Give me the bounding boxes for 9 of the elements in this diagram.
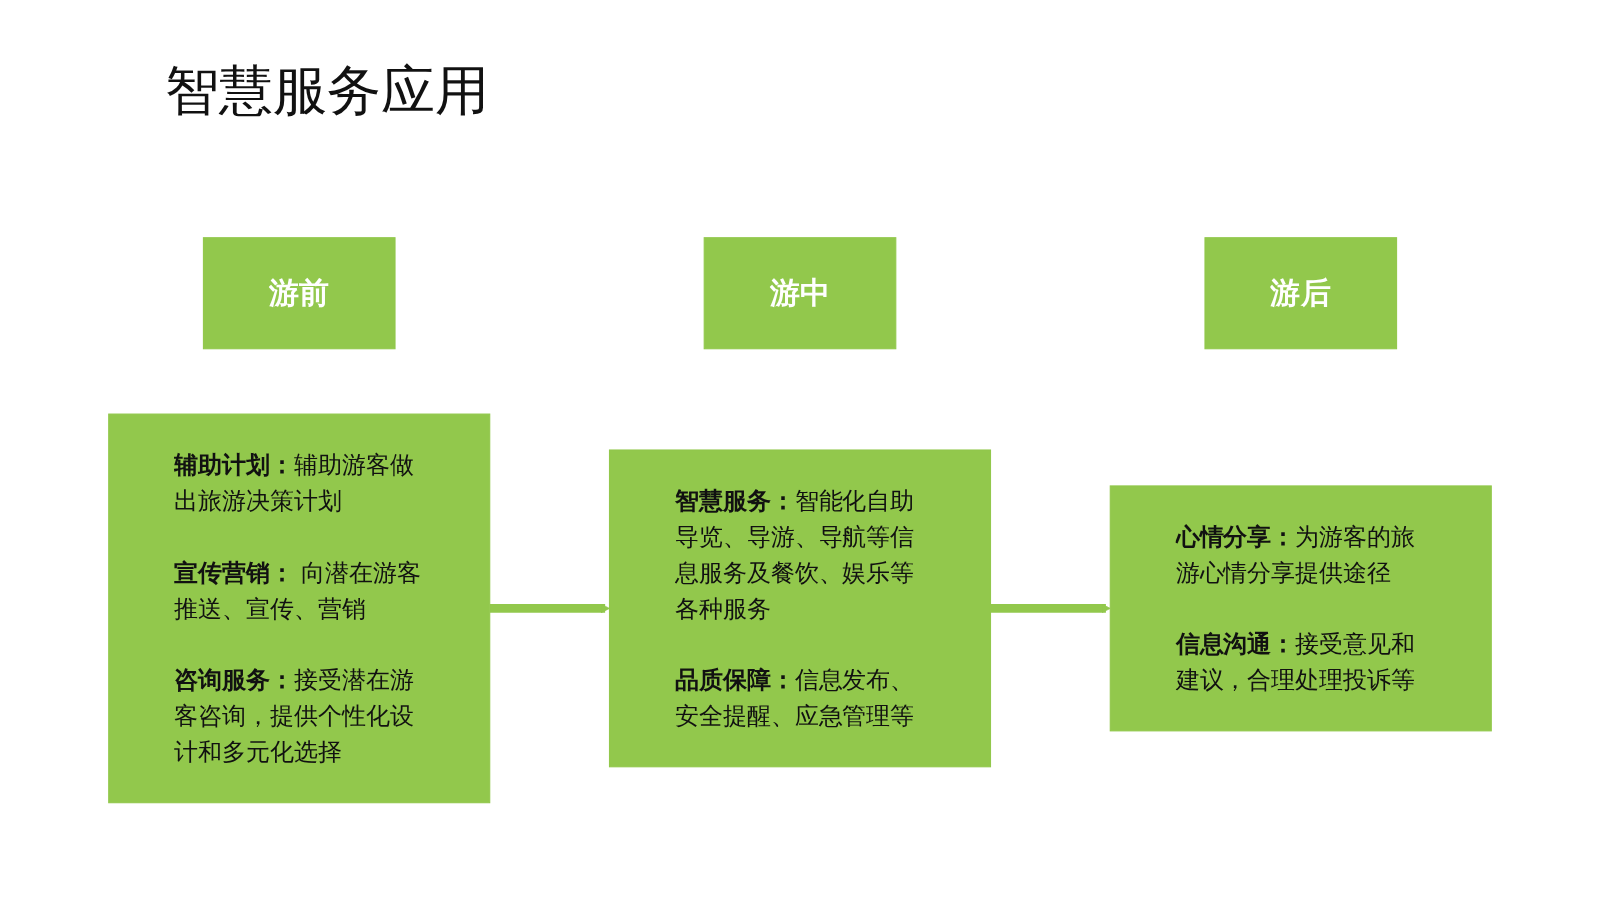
- arrow: [990, 603, 1111, 613]
- node-box: 心情分享：为游客的旅游心情分享提供途径 信息沟通：接受意见和建议，合理处理投诉等: [1109, 485, 1492, 732]
- node-box: 游后: [1204, 236, 1398, 350]
- node-box: 辅助计划：辅助游客做出旅游决策计划 宣传营销： 向潜在游客推送、宣传、营销 咨询服务：接受潜在游客咨询，提供个性化设计和多元化选择: [108, 413, 491, 804]
- node-box: 智慧服务：智能化自助导览、导游、导航等信息服务及餐饮、娱乐等各种服务 品质保障：信息发布、安全提醒、应急管理等: [608, 449, 992, 768]
- diagram-title: 智慧服务应用: [165, 58, 489, 124]
- arrow: [489, 603, 610, 613]
- node-box: 游中: [703, 236, 897, 350]
- node-box: 游前: [202, 236, 396, 350]
